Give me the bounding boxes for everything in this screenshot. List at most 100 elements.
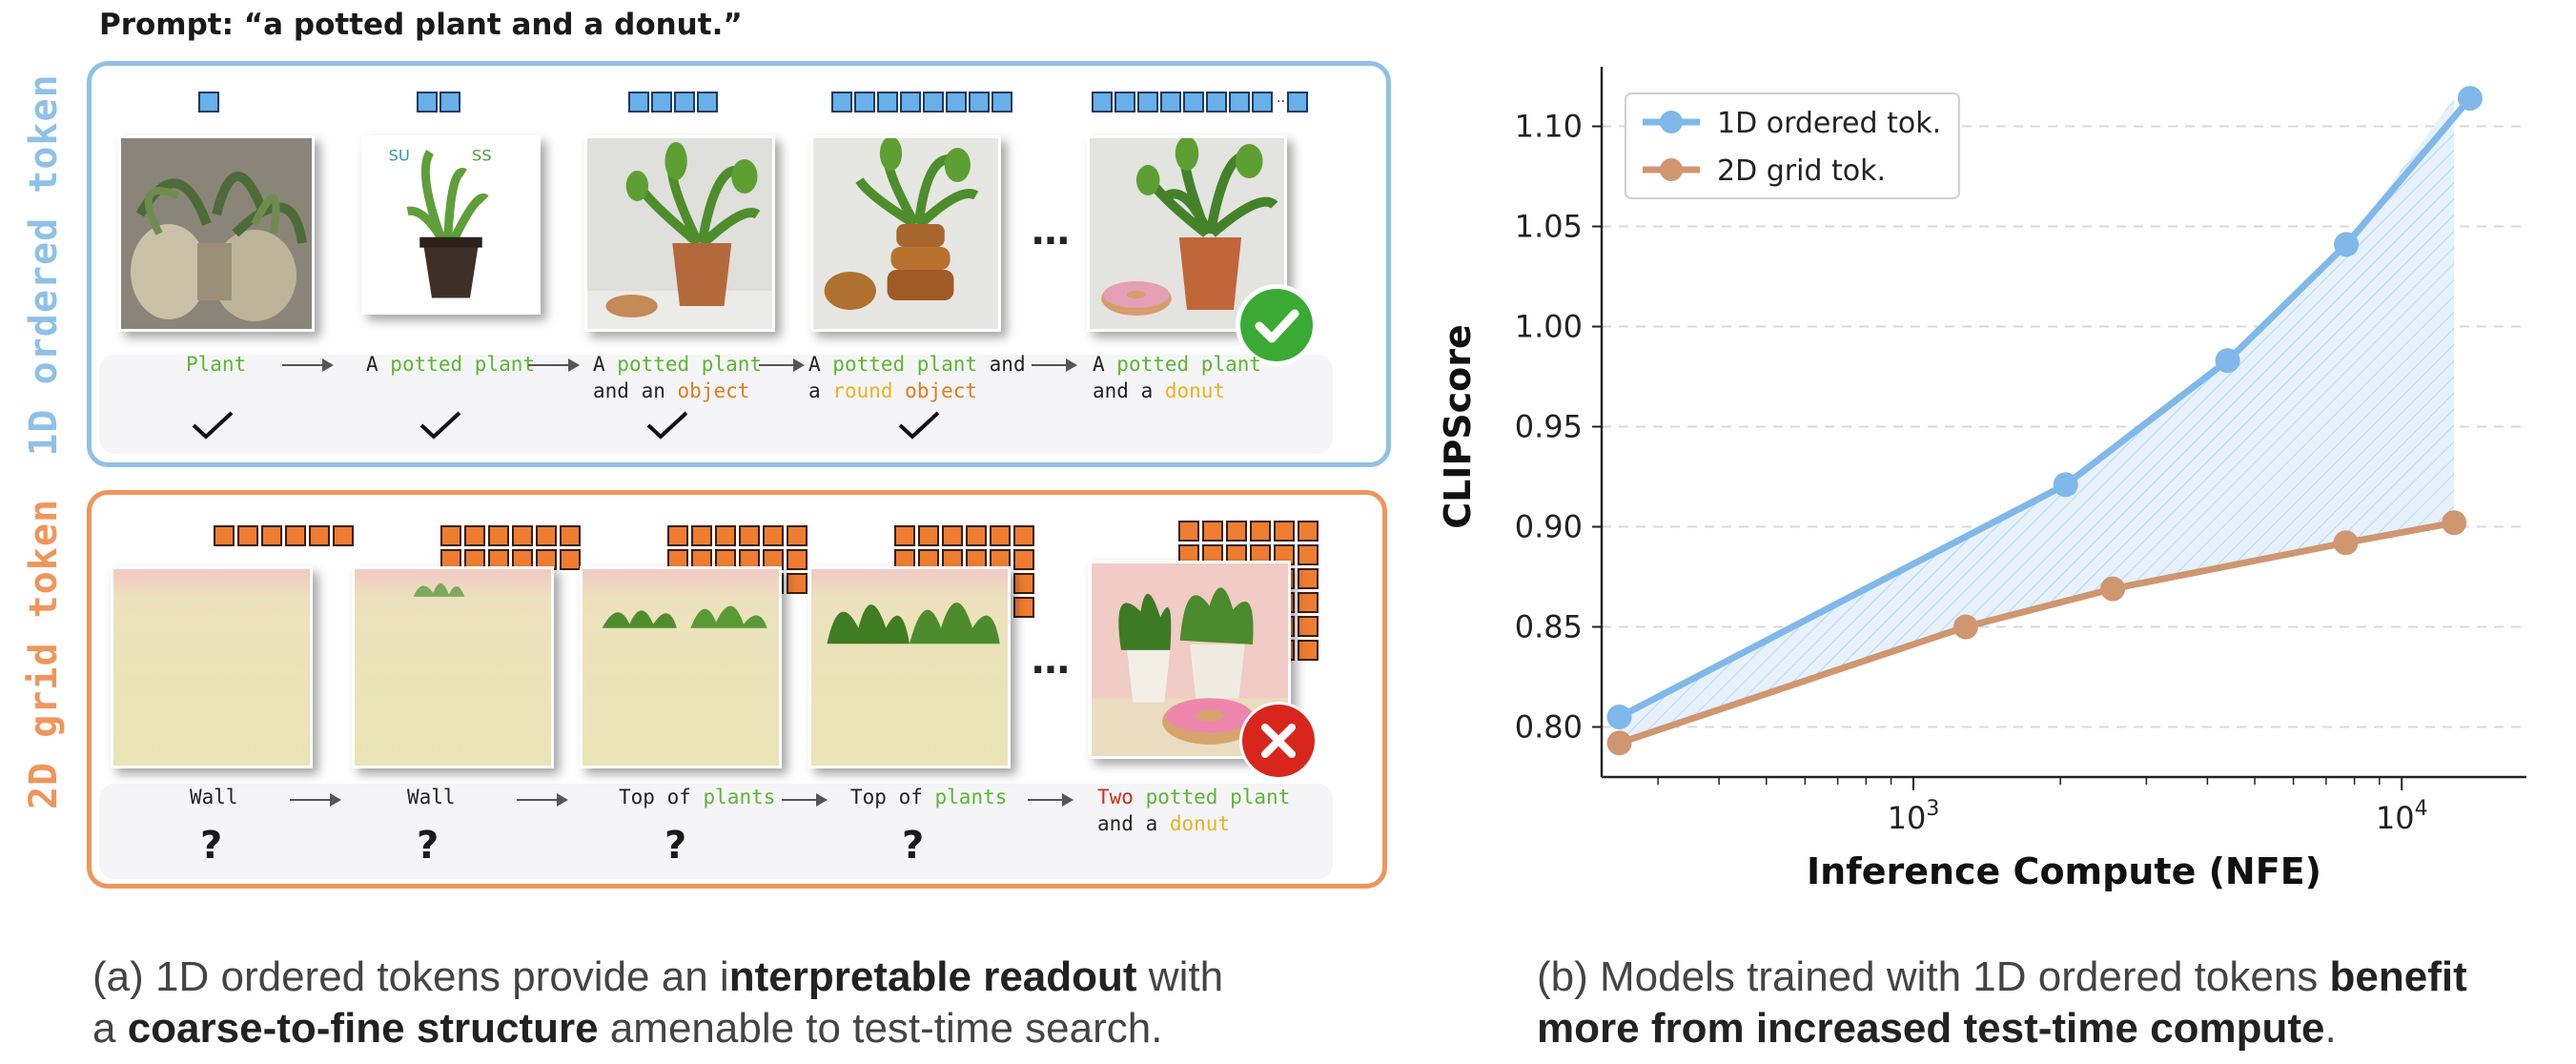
y-axis-label: CLIPScore — [1437, 324, 1479, 529]
fill-between-area — [1619, 98, 2455, 744]
grid-token-cell — [1013, 597, 1034, 618]
caption-segment: object — [905, 379, 978, 402]
caption-line: (a) 1D ordered tokens provide an interpr… — [92, 951, 1223, 1003]
series-point-2 — [1606, 730, 1632, 756]
caption-line: Two potted plant — [1097, 784, 1290, 810]
caption-line: more from increased test-time compute. — [1537, 1003, 2467, 1054]
caption-line: A potted plant — [1093, 351, 1261, 378]
check-circle-icon — [1237, 286, 1316, 364]
caption-segment: plants — [934, 786, 1008, 808]
grid-token-cell — [1274, 521, 1295, 542]
caption-segment: Top of — [850, 786, 935, 808]
series-point-2 — [1952, 614, 1978, 640]
caption-1d-2: A potted plant — [366, 351, 535, 378]
caption-line: Wall — [407, 784, 456, 810]
y-tick-label: 1.00 — [1515, 309, 1583, 345]
grid-token-cell — [1013, 549, 1034, 570]
caption-segment: round — [832, 379, 893, 402]
caption-segment: amenable to test-time search. — [598, 1005, 1163, 1052]
grid-token-cell — [333, 525, 354, 546]
grid-token-cell — [488, 525, 509, 546]
arrow-2d-4 — [1028, 793, 1073, 807]
ellipsis-1d: … — [1032, 210, 1070, 254]
legend-label: 2D grid tok. — [1717, 154, 1886, 188]
legend-label: 1D ordered tok. — [1717, 107, 1941, 140]
grid-token-cell — [894, 525, 915, 546]
grid-token-cell — [214, 525, 235, 546]
caption-2d-2: Wall — [407, 784, 456, 810]
arrow-1d-3 — [759, 358, 805, 372]
series-point-1 — [2334, 232, 2360, 257]
caption-segment: A — [1093, 353, 1117, 376]
caption-1d-1: Plant — [186, 351, 246, 378]
caption-segment: with — [1136, 953, 1224, 1000]
caption-2d-4: Top of plants — [850, 784, 1007, 810]
grid-token-cell — [918, 525, 939, 546]
caption-line: (b) Models trained with 1D ordered token… — [1537, 951, 2467, 1003]
caption-segment: benefit — [2329, 953, 2467, 1000]
caption-line: A potted plant and — [808, 351, 1026, 378]
grid-token-cell — [512, 525, 533, 546]
grid-token-cell — [1250, 521, 1271, 542]
caption-2d-3: Top of plants — [619, 784, 775, 810]
grid-token-cell — [440, 525, 461, 546]
grid-token-cell — [942, 525, 963, 546]
grid-token-cell — [1298, 521, 1319, 542]
arrow-1d-2 — [528, 358, 580, 372]
caption-2d-1: Wall — [190, 784, 238, 810]
grid-token-cell — [261, 525, 282, 546]
grid-token-cell — [787, 573, 808, 594]
panel-1d-ordered-token — [87, 61, 1391, 467]
caption-line: A potted plant — [593, 351, 762, 378]
caption-segment: and a — [1093, 379, 1165, 402]
caption-segment: potted plant — [617, 353, 763, 376]
checkmark-icon-3 — [646, 411, 688, 440]
caption-segment: plants — [703, 786, 776, 808]
caption-segment: A — [593, 353, 618, 376]
caption-segment: a — [92, 1005, 128, 1052]
caption-line: Plant — [186, 351, 246, 378]
arrow-1d-4 — [1032, 358, 1077, 372]
image-1d-step-3 — [584, 135, 775, 332]
x-tick-label: 103 — [1888, 797, 1940, 836]
caption-line: Wall — [190, 784, 238, 810]
caption-segment: donut — [1164, 379, 1226, 402]
arrow-1d-1 — [282, 358, 334, 372]
caption-segment — [1134, 786, 1146, 808]
grid-token-cell — [1178, 521, 1199, 542]
question-mark-3: ? — [664, 824, 687, 868]
image-2d-step-1 — [111, 566, 313, 768]
grid-token-cell — [1202, 521, 1223, 542]
question-mark-2: ? — [417, 824, 440, 868]
caption-b: (b) Models trained with 1D ordered token… — [1537, 951, 2467, 1054]
svg-text:ЅS: ЅS — [472, 147, 492, 165]
caption-line: and an object — [593, 378, 762, 404]
prompt-text: Prompt: “a potted plant and a donut.” — [99, 8, 743, 42]
caption-segment: A — [808, 353, 833, 376]
caption-segment: A — [366, 353, 391, 376]
checkmark-icon-4 — [898, 411, 940, 440]
grid-token-cell — [787, 549, 808, 570]
series-point-1 — [2215, 348, 2240, 374]
grid-token-cell — [1013, 525, 1034, 546]
series-point-1 — [2457, 86, 2483, 112]
grid-token-cell — [1298, 592, 1319, 613]
caption-segment: donut — [1169, 812, 1231, 835]
grid-token-cell — [285, 525, 306, 546]
caption-segment: and — [977, 353, 1026, 376]
legend-swatch-marker — [1660, 158, 1683, 181]
token-bar-n: ·· — [1092, 92, 1310, 113]
caption-segment: coarse-to-fine structure — [127, 1005, 599, 1052]
image-2d-step-3 — [580, 566, 782, 768]
arrow-2d-1 — [290, 793, 341, 807]
grid-token-cell — [990, 525, 1011, 546]
caption-segment: potted plant — [832, 353, 978, 376]
panel-2d-grid-token — [87, 490, 1387, 889]
arrow-2d-2 — [517, 793, 568, 807]
caption-line: Top of plants — [850, 784, 1007, 810]
question-mark-4: ? — [902, 824, 925, 868]
